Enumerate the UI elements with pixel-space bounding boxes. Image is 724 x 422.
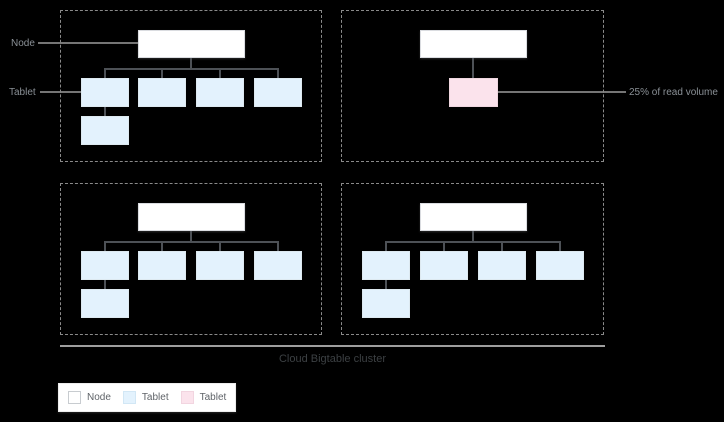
hot-tablet-box <box>449 78 498 107</box>
connector-line <box>104 280 106 289</box>
legend-label: Node <box>87 392 111 403</box>
connector-line <box>277 68 279 78</box>
tablet-box <box>362 251 410 280</box>
node-group-top-right <box>341 10 604 162</box>
node-group-bottom-left <box>60 183 322 335</box>
node-box <box>138 30 245 58</box>
tablet-box <box>536 251 584 280</box>
cluster-divider-line <box>60 345 605 347</box>
legend: Node Tablet Tablet <box>58 383 237 412</box>
node-box <box>420 203 527 231</box>
node-swatch-icon <box>68 391 81 404</box>
node-box <box>138 203 245 231</box>
legend-label: Tablet <box>141 392 169 403</box>
tablet-box <box>81 289 129 318</box>
connector-line <box>104 241 106 251</box>
connector-line <box>104 107 106 116</box>
legend-label: Tablet <box>199 392 227 403</box>
tablet-box <box>138 78 186 107</box>
connector-line <box>161 241 163 251</box>
tablet-box <box>81 251 129 280</box>
tablet-box <box>81 78 129 107</box>
connector-line <box>385 280 387 289</box>
node-box <box>420 30 527 58</box>
node-callout-line <box>38 42 138 44</box>
tablet-swatch-icon <box>122 391 136 404</box>
connector-line <box>443 241 445 251</box>
legend-item-hot-tablet: Tablet <box>180 391 227 404</box>
tablet-box <box>254 78 302 107</box>
node-group-top-left <box>60 10 322 162</box>
connector-line <box>219 68 221 78</box>
tablet-box <box>478 251 526 280</box>
connector-line <box>386 241 561 243</box>
read-volume-callout-line <box>498 91 626 93</box>
diagram-title: Cloud Bigtable cluster <box>278 353 386 365</box>
hot-tablet-swatch-icon <box>180 391 194 404</box>
tablet-callout-label: Tablet <box>9 87 36 98</box>
connector-line <box>190 231 192 242</box>
tablet-box <box>81 116 129 145</box>
tablet-box <box>196 78 244 107</box>
tablet-box <box>420 251 468 280</box>
legend-item-node: Node <box>68 391 111 404</box>
connector-line <box>104 68 279 70</box>
node-callout-label: Node <box>11 38 35 49</box>
connector-line <box>104 68 106 78</box>
connector-line <box>219 241 221 251</box>
connector-line <box>472 58 474 78</box>
connector-line <box>161 68 163 78</box>
legend-item-tablet: Tablet <box>122 391 169 404</box>
connector-line <box>472 231 474 242</box>
tablet-box <box>196 251 244 280</box>
connector-line <box>559 241 561 251</box>
connector-line <box>277 241 279 251</box>
tablet-box <box>254 251 302 280</box>
read-volume-callout-label: 25% of read volume <box>629 87 718 98</box>
connector-line <box>104 241 279 243</box>
connector-line <box>385 241 387 251</box>
node-group-bottom-right <box>341 183 604 335</box>
tablet-box <box>362 289 410 318</box>
tablet-box <box>138 251 186 280</box>
connector-line <box>501 241 503 251</box>
connector-line <box>190 58 192 69</box>
